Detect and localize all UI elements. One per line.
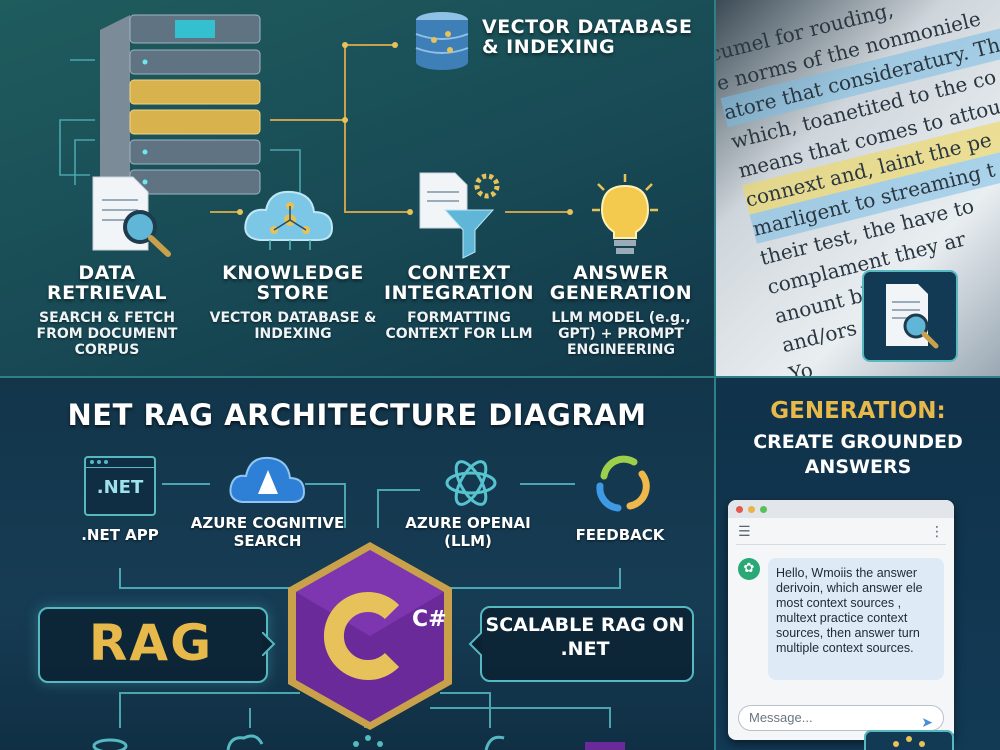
stage-title: DATA RETRIEVAL xyxy=(47,262,167,304)
service-label-azure-openai: AZURE OPENAI (LLM) xyxy=(405,514,531,550)
window-bar xyxy=(86,458,154,468)
scalable-box-pointer xyxy=(468,632,482,656)
vector-db-label: VECTOR DATABASE & INDEXING xyxy=(482,16,693,58)
stage-context-integration: CONTEXT INTEGRATION FORMATTING CONTEXT F… xyxy=(374,262,544,342)
rag-label: RAG xyxy=(88,614,214,672)
stage-answer-generation: ANSWER GENERATION LLM MODEL (e.g., GPT) … xyxy=(536,262,706,359)
stage-desc: FORMATTING CONTEXT FOR LLM xyxy=(385,309,533,342)
rag-box-pointer xyxy=(262,632,276,656)
azure-cloud-icon xyxy=(229,456,306,503)
stage-desc: VECTOR DATABASE & INDEXING xyxy=(209,309,377,342)
chat-titlebar xyxy=(728,500,954,518)
dotnet-text: .NET xyxy=(96,477,144,498)
server-stack-icon xyxy=(100,14,261,205)
database-icon xyxy=(92,738,128,750)
hamburger-menu-icon[interactable]: ☰ xyxy=(738,524,751,540)
network-icon xyxy=(353,735,383,747)
maximize-dot[interactable] xyxy=(760,505,767,513)
chat-window: ☰ ⋮ ✿ Hello, Wmoiis the answer derivoin,… xyxy=(728,500,954,740)
stage-knowledge-store: KNOWLEDGE STORE VECTOR DATABASE & INDEXI… xyxy=(208,262,378,342)
service-label-feedback: FEEDBACK xyxy=(575,526,665,544)
message-input[interactable]: Message... ➤ xyxy=(738,705,944,731)
more-options-icon[interactable]: ⋮ xyxy=(930,524,944,540)
chat-toolbar: ☰ ⋮ xyxy=(736,524,946,545)
document-search-icon xyxy=(886,284,939,349)
generation-title: GENERATION: xyxy=(770,398,946,424)
pipeline-connectors xyxy=(59,42,573,215)
service-label-azure-search: AZURE COGNITIVE SEARCH xyxy=(190,514,345,550)
document-search-icon xyxy=(92,176,171,257)
feedback-cycle-icon xyxy=(596,455,650,512)
cloud-icon xyxy=(226,734,264,750)
assistant-message: Hello, Wmoiis the answer derivoin, which… xyxy=(768,558,944,680)
scalable-rag-box xyxy=(480,606,694,682)
funnel-document-icon xyxy=(419,172,500,259)
lightbulb-icon xyxy=(592,174,658,254)
close-dot[interactable] xyxy=(736,505,743,513)
service-label-dotnet-app: .NET APP xyxy=(81,526,159,544)
architecture-title: NET RAG ARCHITECTURE DIAGRAM xyxy=(67,398,647,432)
stage-desc: SEARCH & FETCH FROM DOCUMENT CORPUS xyxy=(36,309,178,359)
stage-desc: LLM MODEL (e.g., GPT) + PROMPT ENGINEERI… xyxy=(551,309,691,359)
assistant-avatar-icon: ✿ xyxy=(738,558,760,580)
stage-title: KNOWLEDGE STORE xyxy=(222,262,364,304)
database-icon xyxy=(415,12,469,70)
stage-title: CONTEXT INTEGRATION xyxy=(384,262,534,304)
csharp-text: C# xyxy=(412,607,447,632)
bottom-icon-row xyxy=(92,734,625,750)
purple-block xyxy=(585,742,625,750)
rag-box xyxy=(38,607,268,683)
minimize-dot[interactable] xyxy=(748,505,755,513)
openai-icon xyxy=(445,460,497,506)
cloud-network-icon xyxy=(244,190,334,250)
generation-subtitle: CREATE GROUNDED ANSWERS xyxy=(753,431,963,478)
scalable-rag-label: SCALABLE RAG ON .NET xyxy=(485,614,685,660)
link-icon xyxy=(484,735,505,750)
dotnet-app-icon: .NET xyxy=(84,456,156,516)
send-icon[interactable]: ➤ xyxy=(921,714,933,730)
stage-title: ANSWER GENERATION xyxy=(549,262,693,304)
document-badge xyxy=(862,270,958,362)
message-placeholder: Message... xyxy=(749,710,813,725)
stage-data-retrieval: DATA RETRIEVAL SEARCH & FETCH FROM DOCUM… xyxy=(22,262,192,359)
network-badge-icon xyxy=(864,730,954,750)
document-photo: cumel for rouding, e norms of the nonmon… xyxy=(716,0,1000,378)
architecture-connectors xyxy=(119,483,621,728)
csharp-logo: C# xyxy=(288,542,452,730)
